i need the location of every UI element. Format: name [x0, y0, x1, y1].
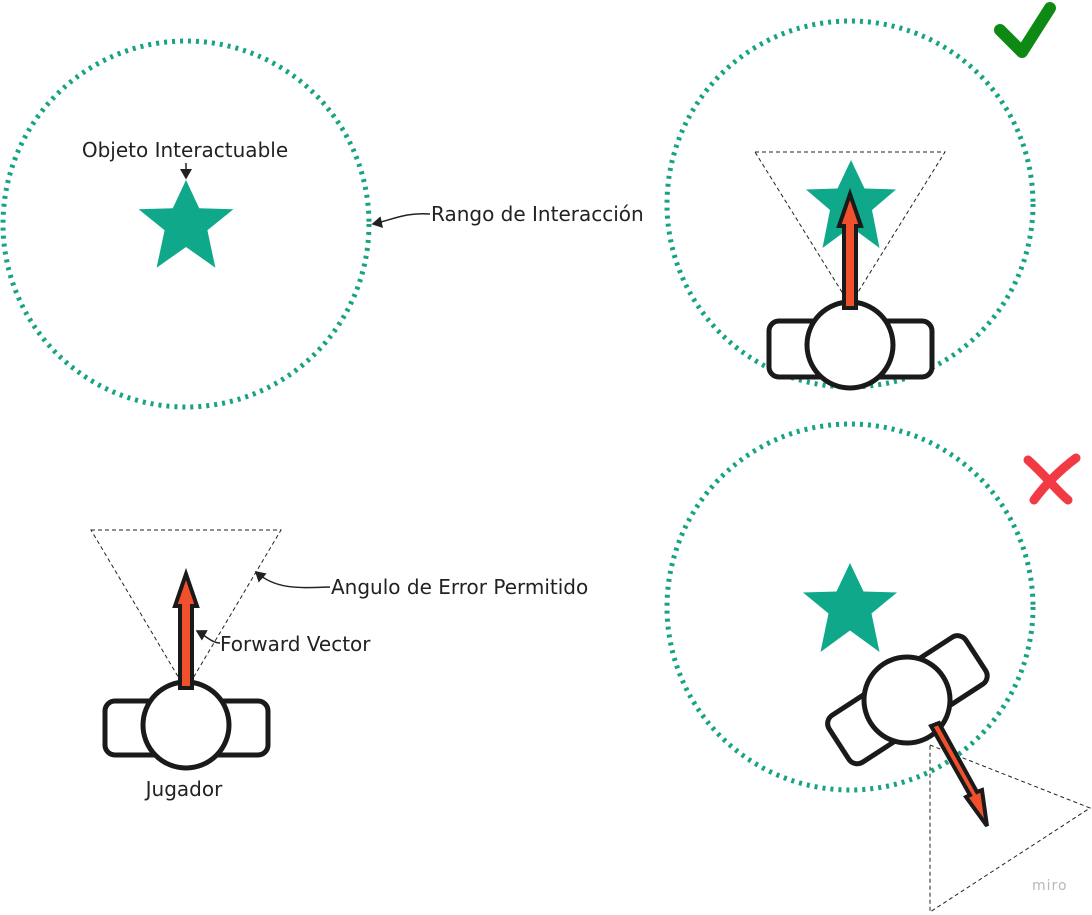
miro-watermark: miro	[1032, 878, 1068, 894]
player-explanation-panel: Angulo de Error Permitido Forward Vector…	[90, 529, 588, 801]
star-icon	[138, 180, 234, 268]
interaction-range-circle	[0, 38, 372, 410]
interaction-range-circle	[664, 18, 1036, 390]
legend-panel: Objeto Interactuable Rango de Interacció…	[0, 38, 644, 410]
interaction-range-circle	[664, 421, 1036, 793]
check-icon	[994, 2, 1056, 58]
star-icon	[803, 563, 897, 652]
allowed-error-cone	[90, 529, 282, 691]
player-character	[102, 679, 271, 771]
interactable-object-label: Objeto Interactuable	[82, 138, 288, 162]
forward-vector-label: Forward Vector	[220, 632, 371, 656]
player-label: Jugador	[144, 777, 223, 801]
vector-label-pointer	[195, 630, 221, 644]
allowed-error-cone	[929, 744, 1092, 913]
allowed-error-angle-label: Angulo de Error Permitido	[331, 575, 588, 599]
success-panel	[664, 2, 1056, 391]
player-head	[861, 654, 953, 746]
range-label-pointer	[371, 212, 431, 229]
player-head	[140, 679, 232, 771]
forward-vector-arrow	[928, 720, 989, 828]
cross-icon	[1023, 453, 1081, 505]
allowed-error-cone	[754, 151, 946, 306]
player-character	[825, 633, 990, 767]
player-head	[804, 299, 896, 391]
cone-label-pointer	[254, 570, 331, 589]
forward-vector-arrow	[836, 187, 864, 310]
failure-panel	[664, 421, 1092, 913]
player-character	[766, 299, 935, 391]
forward-vector-arrow	[172, 567, 200, 690]
interaction-range-label: Rango de Interacción	[431, 202, 644, 226]
